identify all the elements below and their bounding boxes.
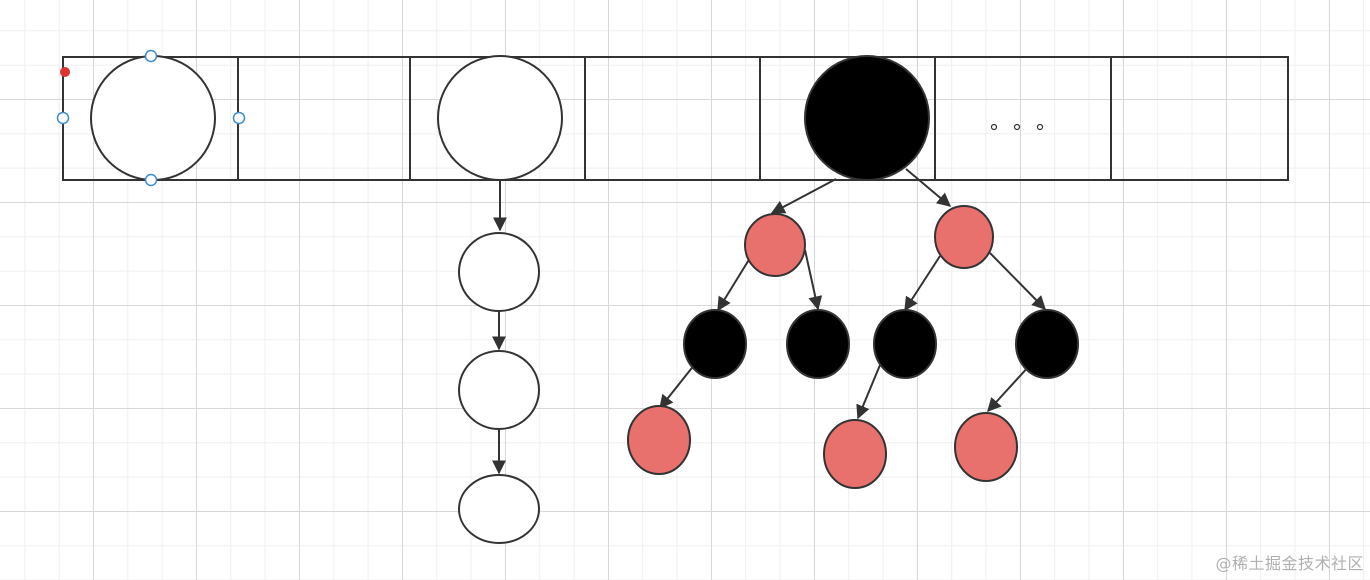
handle-right [232, 111, 246, 125]
watermark-text: @稀土掘金技术社区 [1215, 554, 1364, 573]
tree-red-node-3 [627, 405, 691, 475]
tree-red-node-4 [823, 419, 887, 489]
tree-red-node-1 [744, 213, 806, 277]
linked-list [458, 180, 540, 544]
bucket-0-node[interactable] [90, 55, 216, 181]
bucket-1 [237, 56, 411, 181]
list-node-3 [458, 474, 540, 544]
bucket-6 [1110, 56, 1289, 181]
red-black-tree [627, 168, 1079, 489]
tree-black-node-4 [1015, 309, 1079, 379]
list-node-1 [458, 232, 540, 312]
bucket-5 [934, 56, 1112, 181]
tree-black-node-1 [683, 309, 747, 379]
tree-red-node-5 [954, 412, 1018, 482]
selection-handles[interactable] [56, 49, 246, 187]
list-node-2 [458, 350, 540, 430]
bucket-3 [584, 56, 761, 181]
tree-black-node-2 [786, 309, 850, 379]
handle-bottom [144, 173, 158, 187]
bucket-array [62, 56, 1289, 181]
bucket-2-node [437, 55, 563, 181]
tree-black-node-3 [873, 309, 937, 379]
handle-top [144, 49, 158, 63]
ellipsis-dots [990, 123, 1044, 131]
handle-rotate [60, 67, 70, 77]
tree-red-node-2 [934, 205, 994, 269]
handle-left [56, 111, 70, 125]
bucket-4-root-node [804, 55, 930, 181]
